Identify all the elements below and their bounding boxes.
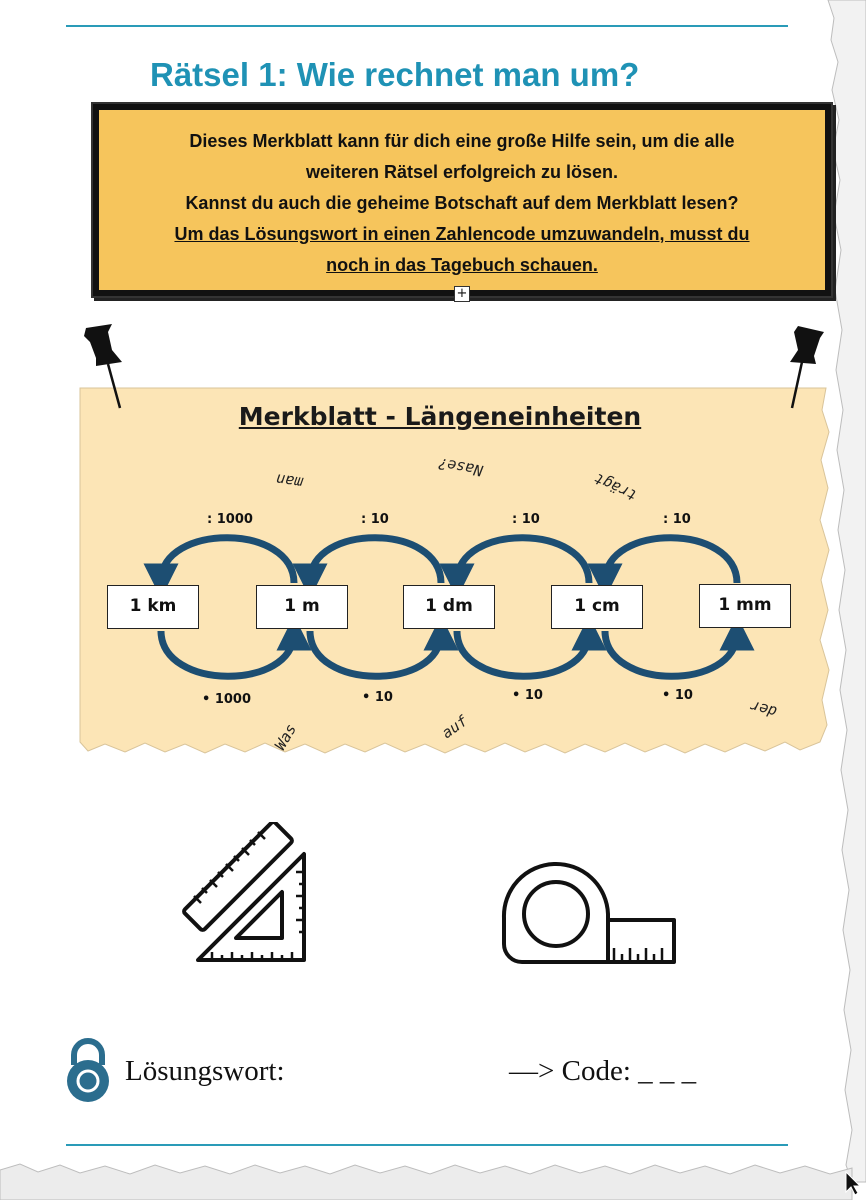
divide-label: : 10: [361, 512, 389, 527]
tape-measure-icon: [501, 862, 676, 964]
unit-box-cm: 1 cm: [551, 585, 643, 629]
ruler-set-square-icon: [182, 822, 306, 962]
divide-arrow: [439, 534, 593, 599]
multiply-arrow: [157, 615, 312, 680]
divide-arrow: [587, 534, 741, 599]
multiply-arrow: [453, 615, 607, 680]
merkblatt-title: Merkblatt - Längeneinheiten: [238, 402, 642, 431]
top-divider: [66, 25, 788, 27]
divide-arrow: [143, 534, 298, 599]
multiply-label: • 10: [662, 688, 693, 703]
pushpin-icon: [790, 326, 824, 409]
multiply-label: • 10: [362, 690, 393, 705]
page-title: Rätsel 1: Wie rechnet man um?: [150, 56, 640, 93]
code-label: —> Code: _ _ _: [509, 1055, 697, 1087]
multiply-label: • 1000: [202, 692, 252, 707]
divide-arrow: [292, 534, 445, 599]
unit-box-dm: 1 dm: [403, 585, 495, 629]
multiply-arrow: [601, 615, 755, 680]
info-box: Dieses Merkblatt kann für dich eine groß…: [93, 104, 831, 296]
unit-box-mm: 1 mm: [699, 584, 791, 628]
divide-label: : 1000: [207, 512, 253, 527]
divide-label: : 10: [663, 512, 691, 527]
bottom-divider: [66, 1144, 788, 1146]
lock-icon: [67, 1038, 109, 1102]
pushpin-icon: [84, 324, 122, 409]
solution-word-label: Lösungswort:: [125, 1055, 285, 1087]
info-line-5: noch in das Tagebuch schauen.: [326, 255, 598, 275]
expand-handle-icon[interactable]: +: [454, 286, 470, 302]
unit-box-km: 1 km: [107, 585, 199, 629]
divide-label: : 10: [512, 512, 540, 527]
secret-word: man: [274, 470, 305, 492]
unit-box-m: 1 m: [256, 585, 348, 629]
multiply-label: • 10: [512, 688, 543, 703]
multiply-arrow: [306, 615, 459, 680]
info-line-3: Kannst du auch die geheime Botschaft auf…: [185, 193, 739, 213]
info-line-1: Dieses Merkblatt kann für dich eine groß…: [189, 131, 735, 151]
info-line-4: Um das Lösungswort in einen Zahlencode u…: [174, 224, 750, 244]
info-line-2: weiteren Rätsel erfolgreich zu lösen.: [305, 162, 619, 182]
